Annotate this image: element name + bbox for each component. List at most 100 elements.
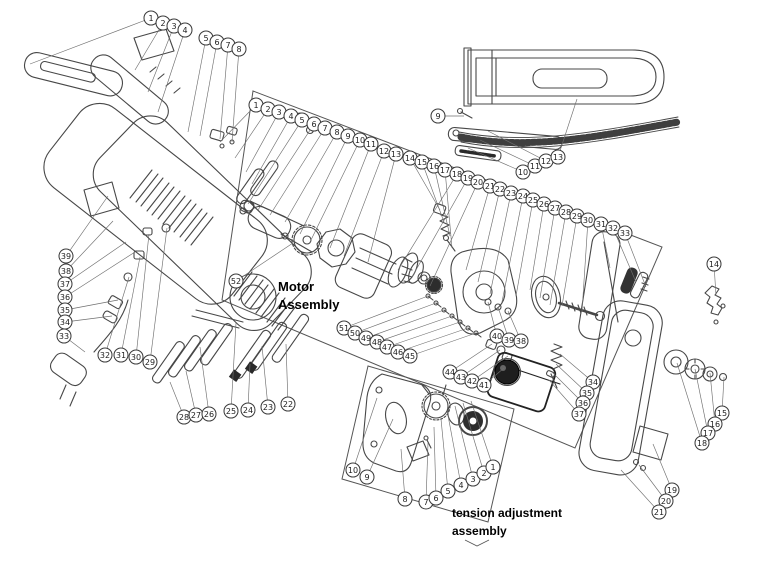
svg-text:32: 32 xyxy=(100,351,110,360)
svg-text:17: 17 xyxy=(703,429,713,438)
leader-motor-assembly-45 xyxy=(409,332,477,357)
svg-text:9: 9 xyxy=(435,112,440,121)
svg-text:31: 31 xyxy=(596,220,606,229)
sprocket-washer xyxy=(663,349,689,375)
svg-text:9: 9 xyxy=(364,473,369,482)
svg-text:38: 38 xyxy=(61,267,71,276)
leader-tension-assembly-1 xyxy=(470,400,494,468)
svg-text:24: 24 xyxy=(243,406,253,415)
callout-main-body-23: 23 xyxy=(260,399,276,415)
power-plug xyxy=(49,352,87,387)
leader-main-body-1 xyxy=(29,17,152,65)
svg-text:30: 30 xyxy=(131,353,141,362)
pulley-hub xyxy=(420,274,428,282)
callout-tension-assembly-6: 6 xyxy=(428,490,444,506)
svg-text:11: 11 xyxy=(366,140,376,149)
cam-pins xyxy=(421,384,447,396)
svg-text:4: 4 xyxy=(288,112,293,121)
svg-text:13: 13 xyxy=(553,153,563,162)
leader-main-body-23 xyxy=(261,345,269,408)
callout-bar-chain-9: 9 xyxy=(430,108,446,124)
side-cover-inner xyxy=(589,309,654,462)
leader-tension-assembly-6 xyxy=(433,426,437,499)
leader-motor-assembly-26 xyxy=(529,203,545,291)
svg-text:39: 39 xyxy=(504,336,514,345)
tensioner-screw xyxy=(446,239,456,252)
leader-motor-assembly-19 xyxy=(411,177,469,278)
svg-text:12: 12 xyxy=(379,147,389,156)
svg-text:18: 18 xyxy=(452,170,462,179)
svg-text:20: 20 xyxy=(661,497,671,506)
svg-text:27: 27 xyxy=(191,411,201,420)
gear-boss xyxy=(229,273,277,321)
callout-motor-assembly-38: 38 xyxy=(513,333,529,349)
tension-assembly-label-line2: assembly xyxy=(452,524,507,538)
svg-text:34: 34 xyxy=(588,378,598,387)
leader-motor-assembly-25 xyxy=(515,199,534,297)
svg-text:15: 15 xyxy=(717,409,727,418)
svg-text:6: 6 xyxy=(311,120,316,129)
leader-motor-assembly-49 xyxy=(365,309,445,339)
callout-tension-assembly-5: 5 xyxy=(440,483,456,499)
callout-main-body-31: 31 xyxy=(113,347,129,363)
svg-text:25: 25 xyxy=(226,407,236,416)
svg-text:12: 12 xyxy=(541,157,551,166)
leader-motor-assembly-9 xyxy=(299,135,349,235)
svg-text:3: 3 xyxy=(171,22,176,31)
svg-text:7: 7 xyxy=(423,498,428,507)
oil-cap-ring xyxy=(492,357,522,387)
svg-text:17: 17 xyxy=(440,166,450,175)
callout-main-body-39: 39 xyxy=(58,248,74,264)
leader-motor-assembly-20 xyxy=(429,181,479,287)
leader-motor-assembly-12 xyxy=(343,150,385,257)
bar-nose xyxy=(452,129,460,137)
callout-main-body-27: 27 xyxy=(188,407,204,423)
svg-text:43: 43 xyxy=(456,373,466,382)
callout-main-body-24: 24 xyxy=(240,402,256,418)
stator-housing xyxy=(316,228,356,268)
svg-text:1: 1 xyxy=(253,101,258,110)
housing-right-shell xyxy=(92,115,312,331)
svg-text:44: 44 xyxy=(445,368,455,377)
leader-bar-chain-13 xyxy=(557,98,578,158)
leader-motor-assembly-52 xyxy=(235,242,294,282)
callout-motor-assembly-20: 20 xyxy=(470,174,486,190)
leader-side-cover-17 xyxy=(694,368,709,434)
svg-text:38: 38 xyxy=(516,337,526,346)
shaft-end-washer xyxy=(594,310,606,322)
bearing-small xyxy=(239,207,247,215)
bar-screw xyxy=(460,111,473,119)
leader-motor-assembly-27 xyxy=(539,207,556,299)
leader-main-body-38 xyxy=(65,220,114,272)
leader-main-body-4 xyxy=(157,29,186,113)
leader-side-cover-19 xyxy=(652,443,673,491)
clutch-hub xyxy=(542,293,550,301)
leader-motor-assembly-13 xyxy=(367,153,397,263)
plate-label xyxy=(406,440,430,462)
flat-washer xyxy=(702,366,718,382)
svg-text:11: 11 xyxy=(530,162,540,171)
leader-motor-assembly-32 xyxy=(612,227,637,283)
motor-assembly-label-line1: Motor xyxy=(278,279,314,294)
callout-motor-assembly-37: 37 xyxy=(571,406,587,422)
e-clip xyxy=(718,372,728,382)
svg-text:40: 40 xyxy=(492,332,502,341)
svg-text:22: 22 xyxy=(495,185,505,194)
leader-main-body-30 xyxy=(135,233,150,358)
leader-main-body-37 xyxy=(64,241,127,285)
gearcase-bore xyxy=(462,270,506,314)
svg-text:45: 45 xyxy=(405,352,415,361)
svg-text:52: 52 xyxy=(231,277,241,286)
oil-cap-lens xyxy=(494,359,520,385)
svg-text:34: 34 xyxy=(60,318,70,327)
callout-main-body-25: 25 xyxy=(223,403,239,419)
callout-main-body-33: 33 xyxy=(56,328,72,344)
drive-shaft xyxy=(557,301,599,317)
front-grip xyxy=(90,54,169,125)
callout-side-cover-20: 20 xyxy=(658,493,674,509)
case-screw-head-1 xyxy=(425,293,431,299)
svg-text:28: 28 xyxy=(561,208,571,217)
motor-parts xyxy=(209,125,606,413)
svg-text:27: 27 xyxy=(550,204,560,213)
saw-chain xyxy=(457,118,682,147)
